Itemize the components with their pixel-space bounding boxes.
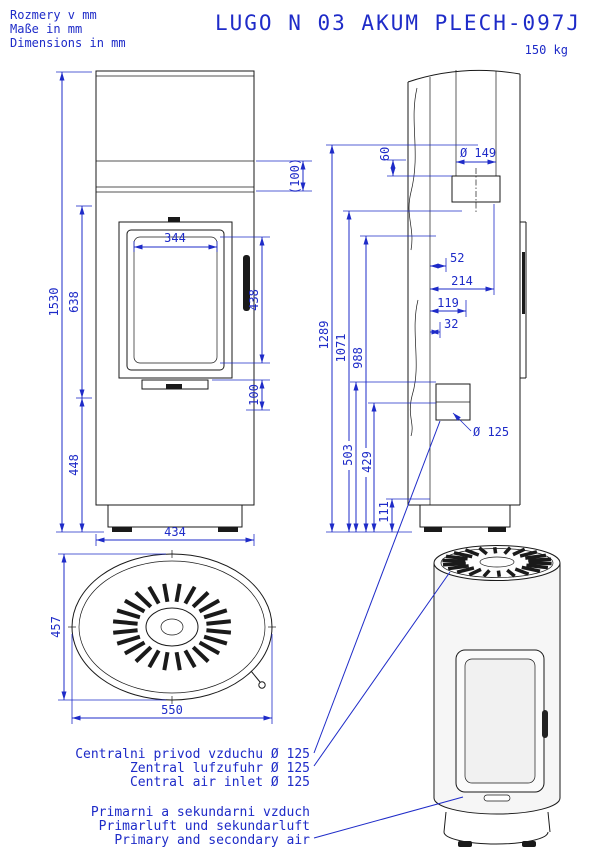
front-door-glass xyxy=(133,236,218,364)
dim-side-offset-32: 32 xyxy=(444,317,458,331)
dim-side-inlet-diameter: Ø 125 xyxy=(473,425,509,439)
side-view xyxy=(407,69,527,532)
front-hinge-tab xyxy=(168,217,180,222)
dim-side-height-988: 988 xyxy=(351,347,365,369)
top-view xyxy=(68,550,276,704)
dim-side-height-429: 429 xyxy=(360,451,374,473)
perspective-door-handle xyxy=(542,710,548,738)
dim-side-flue-diameter: Ø 149 xyxy=(460,146,496,160)
annotations: Centralni privod vzduchu Ø 125 Zentral l… xyxy=(75,747,310,848)
dim-front-top-reference: (100) xyxy=(288,158,302,194)
leader-lines xyxy=(313,420,464,839)
primary-air-note-cz: Primarni a sekundarni vzduch xyxy=(91,805,310,820)
dim-top-depth: 457 xyxy=(49,616,63,638)
central-air-note-en: Central air inlet Ø 125 xyxy=(130,775,310,790)
perspective-base xyxy=(443,831,549,845)
top-vent-ring xyxy=(112,583,232,671)
dim-side-height-503: 503 xyxy=(341,444,355,466)
dim-front-glass-width: 344 xyxy=(164,231,186,245)
top-outline xyxy=(71,553,273,701)
weight-label: 150 kg xyxy=(525,43,568,57)
primary-air-note-de: Primarluft und sekundarluft xyxy=(99,819,310,834)
top-handle-knob xyxy=(258,681,266,689)
front-ash-handle xyxy=(166,384,182,389)
front-view xyxy=(95,70,255,532)
side-pedestal xyxy=(419,504,511,528)
dim-side-offset-214: 214 xyxy=(451,274,473,288)
front-body xyxy=(95,70,255,506)
front-door-inner xyxy=(126,229,225,371)
perspective-view xyxy=(433,545,561,847)
dim-front-total-height: 1530 xyxy=(47,288,61,317)
dim-front-mid-height: 638 xyxy=(67,291,81,313)
drawing-title: LUGO N 03 AKUM PLECH-097J xyxy=(215,11,581,35)
side-dome-top xyxy=(407,69,521,83)
perspective-ash-slot xyxy=(483,794,511,802)
leader-central-air-to-perspective xyxy=(313,571,451,767)
central-air-note-cz: Centralni privod vzduchu Ø 125 xyxy=(75,747,310,762)
leader-central-air-from-side-view xyxy=(313,420,441,754)
dim-side-height-1289: 1289 xyxy=(317,321,331,350)
perspective-vent-ring xyxy=(442,546,552,578)
primary-air-note-en: Primary and secondary air xyxy=(114,833,310,848)
dim-side-offset-52: 52 xyxy=(450,251,464,265)
front-view-dimensions: 1530 638 448 (100) 344 438 100 434 xyxy=(47,71,312,546)
front-foot-left xyxy=(112,527,132,532)
dim-front-width: 434 xyxy=(164,525,186,539)
perspective-door-glass xyxy=(464,658,536,784)
dim-front-bottom-height: 448 xyxy=(67,454,81,476)
units-note-line-1: Rozmery v mm xyxy=(10,8,97,22)
dim-front-ash-height: 100 xyxy=(247,384,261,406)
side-view-dimensions: Ø 149 60 52 214 119 32 1289 1071 xyxy=(317,144,509,533)
dim-top-width: 550 xyxy=(161,703,183,717)
header: Rozmery v mm Maße in mm Dimensions in mm… xyxy=(10,8,581,57)
central-air-note-de: Zentral lufzufuhr Ø 125 xyxy=(130,761,310,776)
front-foot-right xyxy=(218,527,238,532)
front-door-frame xyxy=(118,221,233,379)
front-door-handle xyxy=(243,255,250,311)
dim-side-height-1071: 1071 xyxy=(334,334,348,363)
dim-front-door-height: 438 xyxy=(247,289,261,311)
front-pedestal xyxy=(107,504,243,528)
dim-side-flue-offset: 60 xyxy=(378,147,392,161)
units-note-line-2: Maße in mm xyxy=(10,22,82,36)
leader-primary-air xyxy=(313,796,464,839)
top-hub xyxy=(145,607,199,647)
top-view-dimensions: 457 550 xyxy=(49,553,273,724)
dim-side-height-111: 111 xyxy=(377,501,391,523)
units-note-line-3: Dimensions in mm xyxy=(10,36,126,50)
dim-side-offset-119: 119 xyxy=(437,296,459,310)
